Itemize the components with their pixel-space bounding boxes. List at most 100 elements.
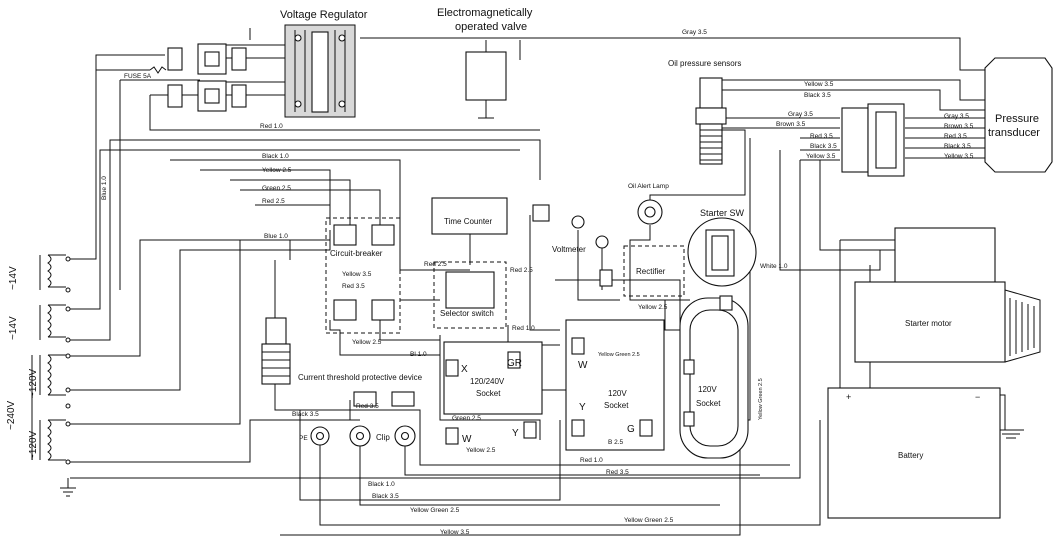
winding-240v: ~240V bbox=[6, 400, 17, 430]
voltage-regulator: Voltage Regulator bbox=[280, 9, 368, 118]
terminal-y2: Y bbox=[579, 402, 586, 413]
time-counter: Time Counter bbox=[431, 197, 508, 235]
starter-switch-label: Starter SW bbox=[700, 208, 745, 218]
wire-label: Red 2.5 bbox=[262, 198, 285, 205]
wire-label: Red 1.0 bbox=[580, 457, 603, 464]
wire-label: Yellow Green 2.5 bbox=[624, 517, 674, 524]
socket-120b-label-2: Socket bbox=[696, 399, 721, 408]
winding-14v-b: ~14V bbox=[8, 316, 19, 340]
terminal-y1: Y bbox=[512, 428, 519, 439]
socket-120-240-label-2: Socket bbox=[476, 389, 501, 398]
socket-120b: 120V Socket bbox=[679, 295, 749, 459]
wire-label: Yellow 3.5 bbox=[342, 271, 372, 278]
terminal-x: X bbox=[461, 364, 468, 375]
rectifier: Rectifier bbox=[623, 245, 685, 297]
valve-label-line1: Electromagnetically bbox=[437, 7, 533, 19]
valve-label-line2: operated valve bbox=[455, 21, 527, 33]
wire-label: Green 2.5 bbox=[452, 415, 481, 422]
fuse-label: FUSE 5A bbox=[124, 73, 152, 80]
wire-label: Red 2.5 bbox=[510, 267, 533, 274]
socket-120a-label-2: Socket bbox=[604, 401, 629, 410]
pe-terminal: PE bbox=[299, 426, 330, 446]
selector-switch-label: Selector switch bbox=[440, 309, 494, 318]
pe-label: PE bbox=[299, 435, 308, 442]
terminal-w2: W bbox=[578, 360, 588, 371]
wire-label: B 2.5 bbox=[608, 439, 624, 446]
winding-120v-a: ~120V bbox=[28, 368, 39, 398]
winding-14v-a: ~14V bbox=[8, 266, 19, 290]
wire-label: Red 3.5 bbox=[944, 133, 967, 140]
clip-label: Clip bbox=[376, 433, 390, 442]
wire-label: Yellow 2.5 bbox=[638, 304, 668, 311]
wire-label: Red 3.5 bbox=[342, 283, 365, 290]
starter-motor-label: Starter motor bbox=[905, 319, 952, 328]
wire-label: Black 3.5 bbox=[372, 493, 399, 500]
circuit-breaker: Circuit-breaker bbox=[325, 217, 401, 334]
voltmeter: Voltmeter bbox=[532, 204, 613, 287]
wire-label: Yellow 2.5 bbox=[352, 339, 382, 346]
voltmeter-label: Voltmeter bbox=[552, 245, 586, 254]
socket-120a: W 120V Socket Y G bbox=[565, 319, 665, 451]
wire-label: Red 3.5 bbox=[810, 133, 833, 140]
wire-label: Blue 1.0 bbox=[101, 176, 108, 200]
generator-windings: ~14V ~14V ~120V ~240V ~120V bbox=[6, 254, 76, 497]
wire-label: Black 3.5 bbox=[810, 143, 837, 150]
wire-label: Yellow 3.5 bbox=[440, 529, 470, 536]
wire-labels: Gray 3.5 Yellow 3.5 Black 3.5 Gray 3.5 B… bbox=[101, 29, 974, 536]
oil-alert-lamp-label: Oil Alert Lamp bbox=[628, 183, 669, 190]
oil-pressure-sensors-label: Oil pressure sensors bbox=[668, 59, 741, 68]
wire-label: Gray 3.5 bbox=[788, 111, 813, 118]
wire-label: Black 3.5 bbox=[292, 411, 319, 418]
clip-terminals: Clip bbox=[349, 425, 416, 447]
wire-label: Bl 1.0 bbox=[410, 351, 427, 358]
winding-120v-b: ~120V bbox=[28, 430, 39, 460]
svg-text:+: + bbox=[846, 392, 851, 402]
selector-switch: Selector switch bbox=[433, 261, 507, 329]
voltage-regulator-label: Voltage Regulator bbox=[280, 9, 368, 21]
battery-label: Battery bbox=[898, 451, 923, 460]
regulator-connectors: FUSE 5A bbox=[124, 43, 247, 112]
starter-motor: Starter motor bbox=[854, 227, 1041, 363]
wire-label: Yellow 2.5 bbox=[466, 447, 496, 454]
oil-pressure-sensor: Oil pressure sensors bbox=[668, 59, 741, 165]
current-threshold-label: Current threshold protective device bbox=[298, 373, 423, 382]
socket-120-240-label-1: 120/240V bbox=[470, 377, 505, 386]
transducer-connector bbox=[841, 103, 905, 177]
wire-label: Yellow Green 2.5 bbox=[410, 507, 460, 514]
starter-switch: Starter SW bbox=[687, 208, 757, 287]
wire-label: Black 3.5 bbox=[804, 92, 831, 99]
pressure-transducer: Pressure transducer bbox=[984, 57, 1053, 173]
wire-label: Red 1.0 bbox=[512, 325, 535, 332]
wire-label: Yellow Green 2.5 bbox=[758, 378, 764, 420]
wire-label: Yellow 2.5 bbox=[262, 167, 292, 174]
pressure-transducer-label-1: Pressure bbox=[995, 113, 1039, 125]
electromagnetic-valve: Electromagnetically operated valve bbox=[437, 7, 533, 101]
wire-label: White 1.0 bbox=[760, 263, 788, 270]
rectifier-label: Rectifier bbox=[636, 267, 666, 276]
wire-label: Red 1.0 bbox=[260, 123, 283, 130]
wire-label: Green 2.5 bbox=[262, 185, 291, 192]
wire-label: Black 1.0 bbox=[368, 481, 395, 488]
wire-label: Yellow Green 2.5 bbox=[598, 352, 640, 358]
terminal-w1: W bbox=[462, 434, 472, 445]
wire-label: Yellow 3.5 bbox=[804, 81, 834, 88]
oil-alert-lamp: Oil Alert Lamp bbox=[628, 183, 669, 225]
wire-label: Yellow 3.5 bbox=[806, 153, 836, 160]
circuit-breaker-label: Circuit-breaker bbox=[330, 249, 383, 258]
wire-label: Gray 3.5 bbox=[944, 113, 969, 120]
current-threshold-device: Current threshold protective device bbox=[261, 317, 423, 407]
terminal-gr: GR bbox=[507, 358, 522, 369]
wire-label: Black 3.5 bbox=[944, 143, 971, 150]
wire-label: Blue 1.0 bbox=[264, 233, 288, 240]
wire-label: Gray 3.5 bbox=[682, 29, 707, 36]
wire-label: Brown 3.5 bbox=[776, 121, 806, 128]
socket-120a-label-1: 120V bbox=[608, 389, 627, 398]
pressure-transducer-label-2: transducer bbox=[988, 127, 1040, 139]
socket-120b-label-1: 120V bbox=[698, 385, 717, 394]
battery: Battery + − bbox=[827, 387, 1001, 519]
wire-label: Yellow 3.5 bbox=[944, 153, 974, 160]
wire-label: Red 3.5 bbox=[356, 403, 379, 410]
wire-label: Red 2.5 bbox=[424, 261, 447, 268]
wire-label: Red 3.5 bbox=[606, 469, 629, 476]
